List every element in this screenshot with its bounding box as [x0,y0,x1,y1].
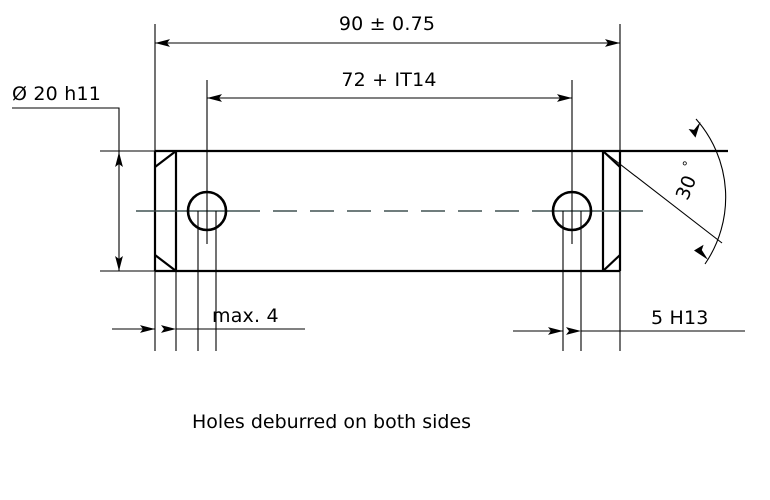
angle-arc [695,118,727,265]
left-chamfer-bottom-diagonal [154,254,177,272]
drawing-note: Holes deburred on both sides [192,411,471,433]
chamfer-angle-degree-symbol: ° [680,159,696,171]
through-holes [186,178,593,244]
diameter-leader-line [12,107,120,152]
hole-diameter-dimension: 5 H13 [513,307,745,335]
chamfer-width-dimension: max. 4 [112,305,305,333]
left-chamfer-top-diagonal [154,150,177,168]
hole-spacing-label: 72 + IT14 [341,69,436,91]
angle-arrow-top [688,121,701,138]
deburr-note-label: Holes deburred on both sides [192,411,471,433]
extension-lines [100,24,621,351]
chamfer-width-label: max. 4 [212,305,279,327]
chamfer-angle-dimension: 30 ° [602,118,728,265]
overall-length-label: 90 ± 0.75 [339,13,435,35]
hole-spacing-dimension: 72 + IT14 [207,69,572,102]
angle-chamfer-reference-line [602,150,723,244]
diameter-dimension: Ø 20 h11 [12,83,123,271]
hole-diameter-label: 5 H13 [651,307,709,329]
angle-arrow-bottom [694,244,708,260]
angle-label-group: 30 ° [672,159,701,203]
right-chamfer-bottom-diagonal [602,254,621,272]
chamfer-angle-label: 30 [672,172,701,203]
diameter-label: Ø 20 h11 [12,83,101,105]
overall-length-dimension: 90 ± 0.75 [155,13,620,47]
